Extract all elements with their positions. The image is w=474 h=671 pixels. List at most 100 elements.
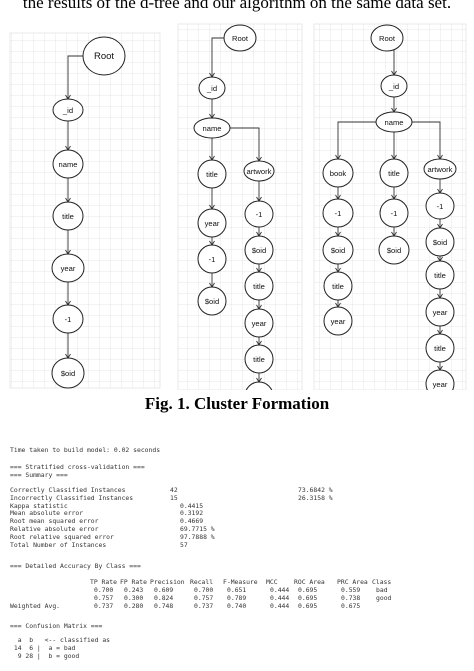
summary-label: Mean absolute error [10,509,84,518]
summary-value: 69.7715 % [180,525,215,533]
table-cell: 0.444 [270,586,290,594]
tree-node-label: title [332,282,344,291]
summary-label: Root relative squared error [10,532,114,541]
tree-node: title [244,271,274,301]
tree-node-label: title [434,344,446,353]
tree-node: title [197,159,227,189]
table-cell: 0.300 [124,594,144,602]
table-cell: 0.738 [341,594,361,602]
summary-value: 57 [180,540,188,549]
tree-node-label: -1 [437,202,444,211]
tree-node-label: -1 [256,210,263,219]
table-cell: 0.737 [194,602,214,610]
tree-node-label: $oid [61,369,75,378]
tree-2: Root_idnametitleyear-1$oidartwork-1$oidt… [193,24,275,390]
tree-3: Root_idnamebook-1$oidtitleyeartitle-1$oi… [322,24,457,390]
tree-node-label: artwork [428,165,453,174]
tree-node-label: _id [206,84,217,93]
tree-edge [337,121,376,159]
tree-node-label: year [205,219,220,228]
table-cell: 0.757 [94,594,114,602]
tree-node-label: name [59,160,78,169]
tree-node: -1 [197,244,227,274]
tree-node-label: artwork [247,167,272,176]
table-cell: 0.675 [341,602,361,610]
tree-node-label: name [385,118,404,127]
tree-node: $oid [322,235,354,265]
tree-node-label: title [388,169,400,178]
table-cell: 0.609 [154,586,174,594]
tree-node: -1 [244,200,274,228]
tree-node: -1 [52,304,84,334]
tree-node: year [245,381,273,390]
tree-node: year [244,308,274,338]
table-header-cell: FP Rate [120,578,147,586]
tree-node: Root [82,36,126,76]
summary-percent: 73.6842 % [298,486,333,494]
tree-node-label: -1 [209,255,216,264]
table-header-cell: Precision [150,578,185,586]
summary-value: 0.4415 [180,501,204,510]
table-cell: 0.824 [154,594,174,602]
table-cell: 0.243 [124,586,144,594]
tree-node-label: year [433,308,448,317]
tree-node-label: _id [62,106,73,115]
tree-node-label: title [253,355,265,364]
tree-node: title [52,201,84,231]
figure-caption: Fig. 1. Cluster Formation [144,394,330,413]
table-cell: 0.444 [270,594,290,602]
tree-node: -1 [425,192,455,220]
table-cell: 0.651 [227,586,247,594]
tree-node: $oid [197,286,227,316]
table-row-label: Weighted Avg. [10,602,61,610]
tree-node-label: year [252,319,267,328]
tree-node-label: year [331,317,346,326]
tree-edge [211,37,224,77]
summary-label: Kappa statistic [10,501,68,510]
table-header-cell: F-Measure [223,578,258,586]
tree-node-label: book [330,169,347,178]
weka-output: Time taken to build model: 0.02 seconds … [10,446,472,671]
summary-value: 15 [170,493,178,502]
tree-node: name [193,117,231,139]
weka-time-line: Time taken to build model: 0.02 seconds [10,446,161,454]
table-header-cell: MCC [266,578,278,586]
tree-node-label: title [62,212,74,221]
tree-node-label: $oid [252,246,266,255]
table-cell: 0.700 [194,586,214,594]
tree-node: $oid [244,235,274,265]
tree-node: Root [370,24,404,52]
tree-node: _id [198,76,226,100]
tree-node-label: year [61,264,76,273]
summary-label: Correctly Classified Instances [10,486,126,494]
tree-node-label: title [206,170,218,179]
tree-node: name [52,149,84,179]
confusion-line: a b <-- classified as [10,636,111,644]
tree-panel-1 [9,32,161,389]
tree-node: artwork [243,160,275,182]
table-cell: 0.737 [94,602,114,610]
tree-node-label: $oid [433,238,447,247]
tree-panel-2 [177,23,303,390]
table-header-cell: TP Rate [90,578,117,586]
table-cell: 0.280 [124,602,144,610]
table-cell: 0.748 [154,602,174,610]
tree-node: year [51,253,85,283]
weka-confusion-header: === Confusion Matrix === [10,622,103,630]
table-header-cell: ROC Area [294,578,325,586]
tree-node: year [425,297,455,327]
summary-value: 0.4669 [180,517,204,526]
table-cell: bad [376,586,388,594]
summary-label: Total Number of Instances [10,540,107,549]
tree-node-label: -1 [335,209,342,218]
tree-node: -1 [322,198,354,228]
tree-node-label: Root [94,51,114,62]
weka-cv-header: === Stratified cross-validation === [10,463,145,471]
tree-node: book [322,158,354,188]
tree-node: title [425,333,455,363]
table-cell: 0.695 [298,594,318,602]
tree-node: title [323,271,353,301]
table-cell: 0.695 [298,586,318,594]
